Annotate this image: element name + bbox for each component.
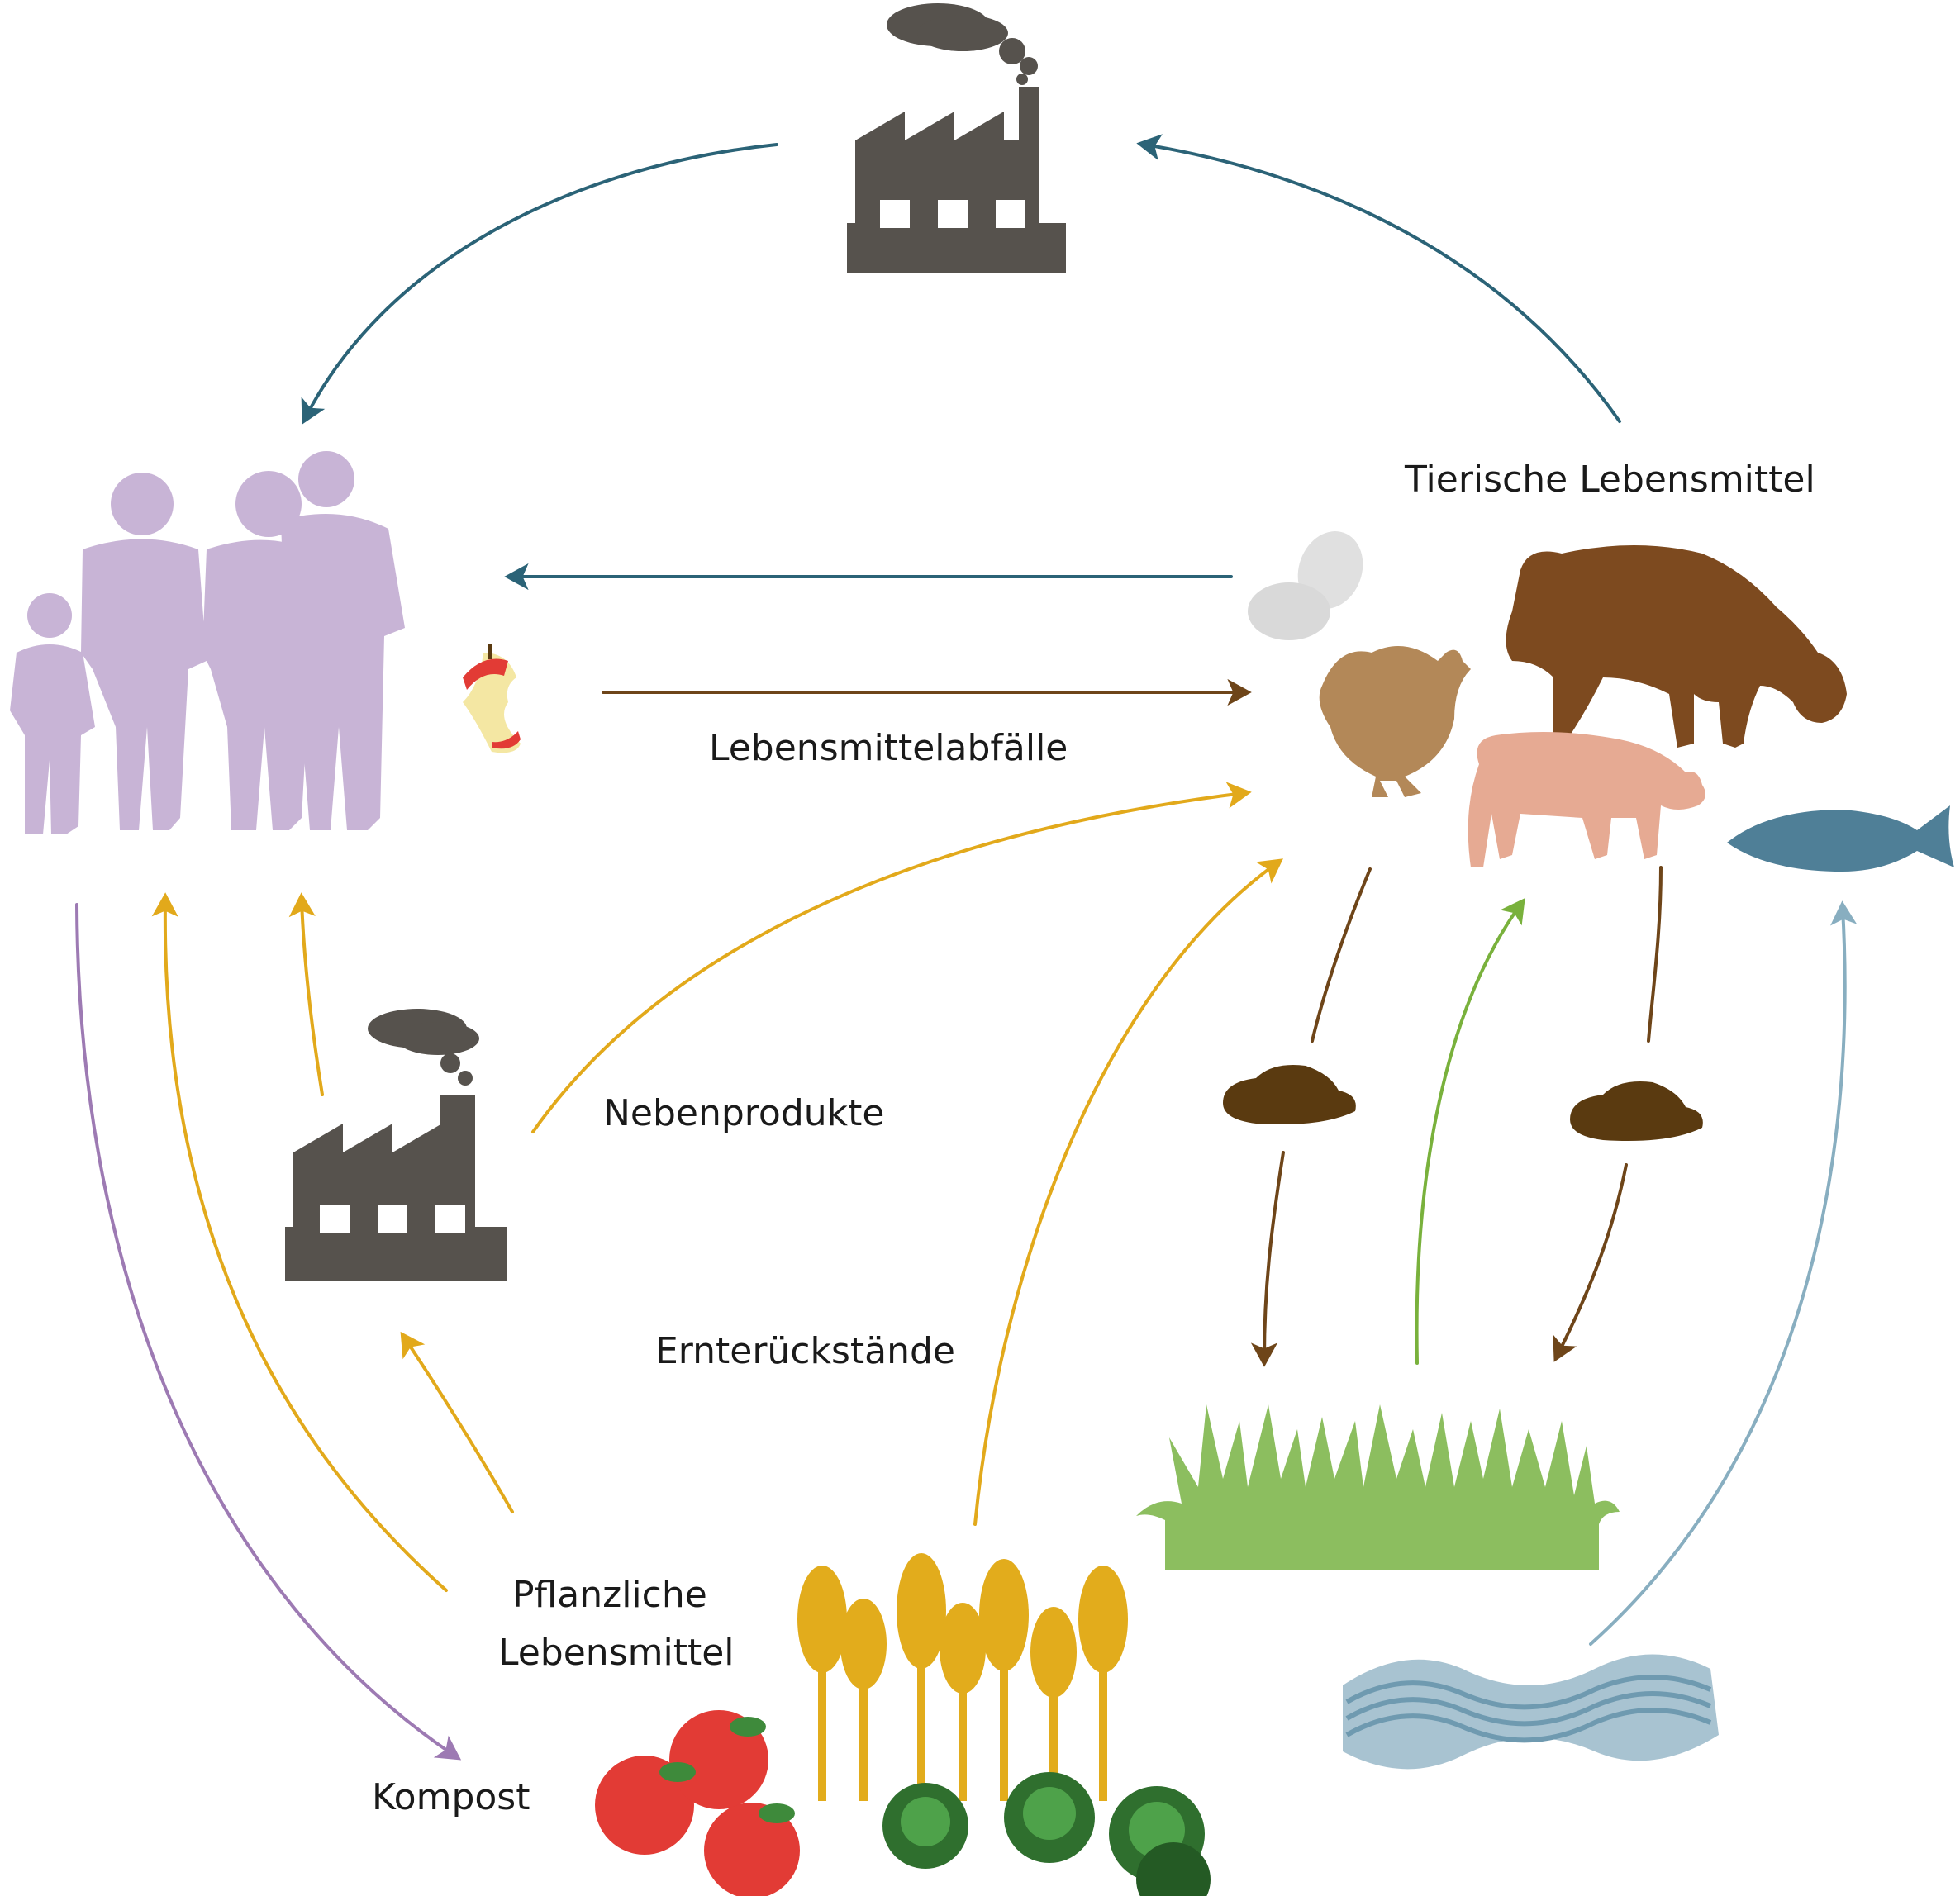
label-pflanzliche-line2: Lebensmittel (498, 1632, 735, 1674)
label-pflanzliche-line1: Pflanzliche (512, 1574, 707, 1616)
label-lebensmittelabfaelle: Lebensmittelabfälle (709, 727, 1068, 769)
arrow-animals-to-factory (1136, 134, 1621, 423)
factory-icon (847, 3, 1066, 273)
label-kompost: Kompost (372, 1776, 530, 1818)
arrow-water-to-fish (1589, 900, 1858, 1646)
arrow-factory-to-people-small (288, 892, 324, 1096)
apples-icon (595, 1710, 800, 1896)
arrow-plants-to-people (151, 892, 448, 1592)
label-nebenprodukte: Nebenprodukte (603, 1092, 884, 1134)
factory-left (285, 1009, 507, 1281)
arrow-grass-to-animals (1415, 898, 1525, 1365)
arrow-chicken-to-manure (1311, 867, 1372, 1043)
arrow-byproducts-to-animals (531, 782, 1252, 1133)
arrow-people-to-compost (75, 903, 462, 1761)
manure-icon (1223, 1065, 1356, 1124)
water-icon (1343, 1654, 1719, 1770)
cow-icon (1506, 545, 1847, 748)
arrow-plants-to-factory (400, 1331, 514, 1513)
pig-icon (1468, 732, 1705, 867)
factory-top (847, 3, 1066, 273)
arrow-manure-to-grass-right (1553, 1163, 1628, 1362)
factory-icon (285, 1009, 507, 1281)
eggs-icon (1248, 531, 1363, 640)
label-ernterueckstaende: Ernterückstände (655, 1330, 955, 1372)
manure-icon (1570, 1081, 1703, 1141)
label-tierische-lebensmittel: Tierische Lebensmittel (1404, 459, 1815, 501)
arrow-factory-to-people (301, 143, 778, 425)
chicken-icon (1319, 646, 1471, 797)
wheat-icon (797, 1553, 1128, 1801)
fish-icon (1727, 805, 1954, 872)
apple-core-icon (463, 644, 521, 753)
grass-icon (1136, 1404, 1620, 1570)
cabbage-icon (882, 1772, 1211, 1896)
people-icon (10, 451, 405, 834)
arrows (75, 134, 1858, 1761)
arrow-residues-to-animals (973, 858, 1283, 1526)
arrow-pig-to-manure (1647, 866, 1663, 1043)
arrow-manure-to-grass (1250, 1151, 1285, 1367)
